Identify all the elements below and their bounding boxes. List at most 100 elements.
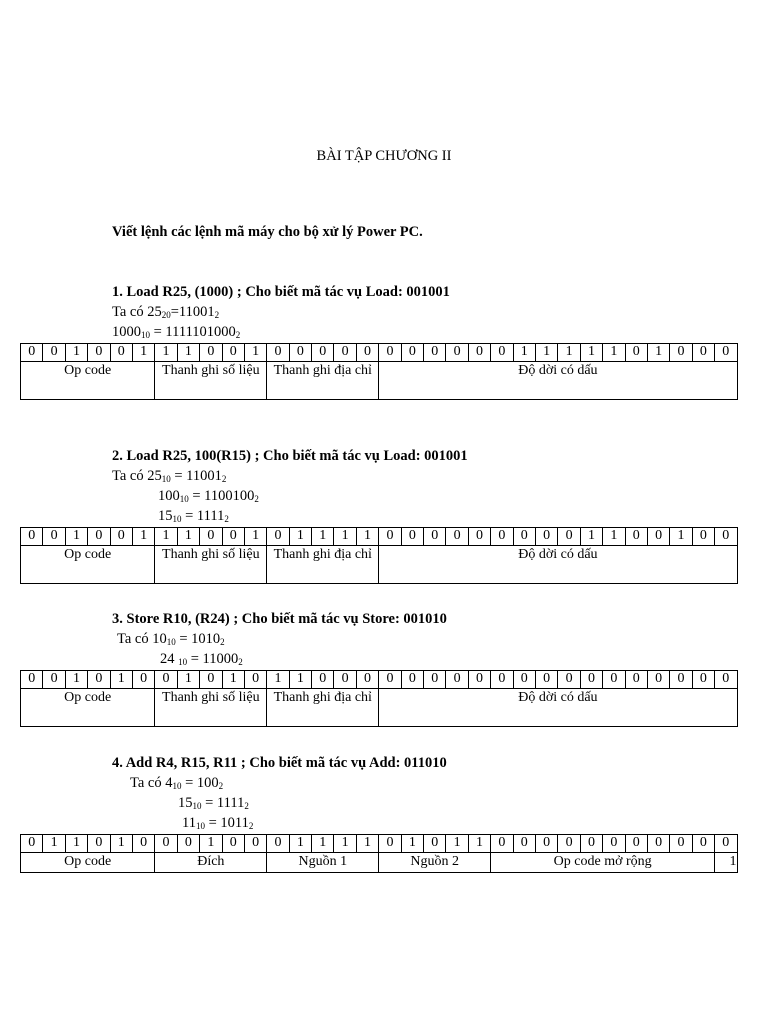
field-label: Thanh ghi số liệu xyxy=(154,545,268,584)
bit-cell: 0 xyxy=(243,834,268,853)
bit-cell: 0 xyxy=(691,834,716,853)
bit-cell: 0 xyxy=(199,670,223,689)
conversion-line: 1510 = 11112 xyxy=(158,508,229,524)
bit-cell: 0 xyxy=(154,834,178,853)
bit-cell: 0 xyxy=(109,527,133,546)
bit-cell: 1 xyxy=(579,343,604,362)
field-label: Nguồn 2 xyxy=(378,852,492,873)
bit-cell: 1 xyxy=(311,527,335,546)
bit-cell: 0 xyxy=(423,670,447,689)
bit-cell: 0 xyxy=(378,670,402,689)
bit-cell: 0 xyxy=(624,670,648,689)
bit-cell: 0 xyxy=(490,527,514,546)
bit-cell: 1 xyxy=(64,834,89,853)
bit-cell: 1 xyxy=(355,527,380,546)
bit-cell: 0 xyxy=(534,670,559,689)
field-label: Thanh ghi địa chỉ xyxy=(266,545,380,584)
bit-cell: 0 xyxy=(445,527,469,546)
bit-cell: 1 xyxy=(109,834,133,853)
bit-cell: 0 xyxy=(714,834,738,853)
bit-cell: 0 xyxy=(624,343,648,362)
bit-cell: 0 xyxy=(423,834,447,853)
bit-cell: 0 xyxy=(333,343,357,362)
bit-cell: 0 xyxy=(109,343,133,362)
bit-cell: 0 xyxy=(445,343,469,362)
bit-cell: 1 xyxy=(646,343,671,362)
bit-cell: 0 xyxy=(669,343,693,362)
bit-cell: 0 xyxy=(199,527,223,546)
bit-cell: 1 xyxy=(602,527,626,546)
bit-cell: 0 xyxy=(199,343,223,362)
bit-cell: 0 xyxy=(490,834,514,853)
bit-cell: 0 xyxy=(333,670,357,689)
bit-cell: 0 xyxy=(624,834,648,853)
bit-cell: 0 xyxy=(669,834,693,853)
bit-cell: 0 xyxy=(176,834,201,853)
conversion-line: Ta có 2520=110012 xyxy=(112,304,220,320)
bit-cell: 1 xyxy=(64,343,89,362)
bit-cell: 0 xyxy=(557,670,581,689)
bit-cell: 0 xyxy=(400,527,425,546)
bit-cell: 1 xyxy=(445,834,469,853)
conversion-line: 10010 = 11001002 xyxy=(158,488,259,504)
bit-cell: 0 xyxy=(467,527,492,546)
bit-cell: 0 xyxy=(154,670,178,689)
conversion-line: 1110 = 10112 xyxy=(182,815,254,831)
field-label: Độ dời có dấu xyxy=(378,688,738,727)
bit-cell: 1 xyxy=(176,343,201,362)
field-label: Op code xyxy=(19,688,156,727)
bit-cell: 1 xyxy=(154,527,178,546)
bit-cell: 1 xyxy=(288,834,313,853)
bit-cell: 0 xyxy=(266,834,290,853)
bit-cell: 1 xyxy=(131,527,156,546)
bit-cell: 0 xyxy=(714,343,738,362)
bit-cell: 0 xyxy=(512,834,536,853)
bit-cell: 0 xyxy=(714,527,738,546)
conversion-line: 100010 = 11111010002 xyxy=(112,324,241,340)
bit-cell: 0 xyxy=(467,343,492,362)
bit-cell: 0 xyxy=(534,834,559,853)
bit-cell: 1 xyxy=(557,343,581,362)
bit-cell: 1 xyxy=(333,834,357,853)
bit-cell: 1 xyxy=(154,343,178,362)
bit-cell: 0 xyxy=(311,670,335,689)
bit-cell: 0 xyxy=(19,527,44,546)
field-label: Op code xyxy=(19,361,156,400)
bit-cell: 0 xyxy=(423,343,447,362)
bit-cell: 1 xyxy=(64,670,89,689)
field-label: Độ dời có dấu xyxy=(378,545,738,584)
bit-cell: 0 xyxy=(579,834,604,853)
bit-cell: 0 xyxy=(19,670,44,689)
bit-cell: 0 xyxy=(131,670,156,689)
bit-cell: 0 xyxy=(87,670,111,689)
bit-cell: 0 xyxy=(646,527,671,546)
bit-cell: 0 xyxy=(266,343,290,362)
bit-cell: 1 xyxy=(311,834,335,853)
bit-cell: 1 xyxy=(42,834,66,853)
bit-cell: 1 xyxy=(176,527,201,546)
field-label: Độ dời có dấu xyxy=(378,361,738,400)
conversion-line: Ta có 410 = 1002 xyxy=(130,775,224,791)
bit-cell: 0 xyxy=(221,834,245,853)
bit-cell: 0 xyxy=(131,834,156,853)
bit-cell: 1 xyxy=(288,527,313,546)
bit-cell: 0 xyxy=(646,834,671,853)
exercise-3-heading: 3. Store R10, (R24) ; Cho biết mã tác vụ… xyxy=(112,611,447,627)
bit-cell: 1 xyxy=(288,670,313,689)
bit-cell: 1 xyxy=(467,834,492,853)
intro-text: Viết lệnh các lệnh mã máy cho bộ xử lý P… xyxy=(112,224,423,240)
bit-cell: 0 xyxy=(288,343,313,362)
bit-cell: 0 xyxy=(490,343,514,362)
bit-cell: 0 xyxy=(400,343,425,362)
field-label: Đích xyxy=(154,852,268,873)
bit-cell: 1 xyxy=(534,343,559,362)
bit-cell: 0 xyxy=(714,670,738,689)
bit-cell: 0 xyxy=(557,834,581,853)
bit-cell: 1 xyxy=(602,343,626,362)
bit-cell: 0 xyxy=(87,343,111,362)
bit-cell: 0 xyxy=(691,670,716,689)
bit-cell: 0 xyxy=(557,527,581,546)
